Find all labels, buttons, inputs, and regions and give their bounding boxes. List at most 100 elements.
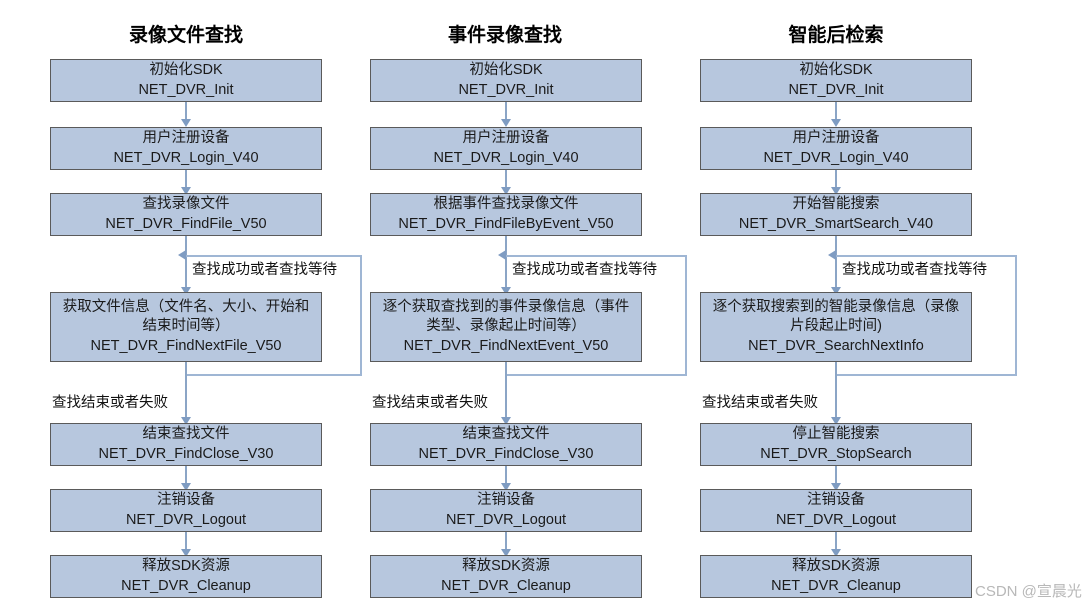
node-c3-logout[interactable]: 注销设备 NET_DVR_Logout [700, 489, 972, 532]
node-c1-findclose[interactable]: 结束查找文件 NET_DVR_FindClose_V30 [50, 423, 322, 466]
connector-c1-4 [185, 362, 187, 422]
node-label-api: NET_DVR_SmartSearch_V40 [738, 215, 934, 232]
node-c2-findclose[interactable]: 结束查找文件 NET_DVR_FindClose_V30 [370, 423, 642, 466]
node-label-api: NET_DVR_Logout [125, 511, 247, 528]
node-label-api: NET_DVR_FindNextFile_V50 [90, 337, 282, 354]
node-label-cn: 初始化SDK [469, 62, 543, 79]
node-label-cn: 根据事件查找录像文件 [433, 196, 579, 213]
edge-label-c1-loop: 查找成功或者查找等待 [192, 262, 337, 278]
node-c1-findnextfile[interactable]: 获取文件信息（文件名、大小、开始和 结束时间等） NET_DVR_FindNex… [50, 292, 322, 362]
node-c3-login[interactable]: 用户注册设备 NET_DVR_Login_V40 [700, 127, 972, 170]
node-label-api: NET_DVR_Logout [775, 511, 897, 528]
loopback-c1-bottom [186, 374, 361, 376]
node-label-api: NET_DVR_Init [138, 81, 234, 98]
arrow-c2-1 [501, 119, 511, 127]
edge-label-c2-exit: 查找结束或者失败 [372, 395, 488, 411]
node-c2-login[interactable]: 用户注册设备 NET_DVR_Login_V40 [370, 127, 642, 170]
node-label-cn: 结束查找文件 [462, 426, 550, 443]
node-label-api: NET_DVR_Cleanup [441, 577, 571, 594]
connector-c3-4 [835, 362, 837, 422]
node-c2-findnextevent[interactable]: 逐个获取查找到的事件录像信息（事件 类型、录像起止时间等） NET_DVR_Fi… [370, 292, 642, 362]
arrow-c3-loopback [828, 250, 836, 260]
node-label-cn: 初始化SDK [799, 62, 873, 79]
arrow-c2-2 [501, 187, 511, 195]
node-label-api: NET_DVR_Init [788, 81, 884, 98]
connector-c1-1 [185, 102, 187, 124]
connector-c3-3 [835, 236, 837, 292]
node-label-api: NET_DVR_Cleanup [121, 577, 251, 594]
node-label-cn: 注销设备 [807, 492, 865, 509]
edge-label-c3-loop: 查找成功或者查找等待 [842, 262, 987, 278]
node-label-api: NET_DVR_Cleanup [771, 577, 901, 594]
node-label-api: NET_DVR_StopSearch [760, 445, 912, 462]
node-label-cn2: 类型、录像起止时间等） [426, 318, 586, 335]
arrow-c1-1 [181, 119, 191, 127]
loopback-c1-top [186, 255, 361, 257]
loopback-c3-top [836, 255, 1016, 257]
node-c2-logout[interactable]: 注销设备 NET_DVR_Logout [370, 489, 642, 532]
arrow-c1-2 [181, 187, 191, 195]
arrow-c1-loopback [178, 250, 186, 260]
node-label-cn: 查找录像文件 [142, 196, 230, 213]
column-title-3: 智能后检索 [788, 25, 884, 46]
connector-c3-2 [835, 170, 837, 192]
node-label-cn: 获取文件信息（文件名、大小、开始和 [62, 299, 310, 316]
connector-c2-5 [505, 466, 507, 488]
arrow-c2-5 [501, 483, 511, 491]
connector-c3-6 [835, 532, 837, 554]
column-title-2: 事件录像查找 [447, 25, 563, 46]
node-label-api: NET_DVR_Login_V40 [113, 149, 259, 166]
node-label-cn: 逐个获取查找到的事件录像信息（事件 [382, 299, 630, 316]
node-label-cn: 逐个获取搜索到的智能录像信息（录像 [712, 299, 960, 316]
connector-c3-1 [835, 102, 837, 124]
connector-c2-6 [505, 532, 507, 554]
node-c3-smartsearch[interactable]: 开始智能搜索 NET_DVR_SmartSearch_V40 [700, 193, 972, 236]
edge-label-c3-exit: 查找结束或者失败 [702, 395, 818, 411]
arrow-c3-5 [831, 483, 841, 491]
arrow-c2-3 [501, 287, 511, 295]
loopback-c2-top [506, 255, 686, 257]
node-label-cn: 释放SDK资源 [462, 558, 550, 575]
loopback-c2-bottom [506, 374, 686, 376]
node-label-api: NET_DVR_Login_V40 [763, 149, 909, 166]
node-c1-findfile[interactable]: 查找录像文件 NET_DVR_FindFile_V50 [50, 193, 322, 236]
node-label-cn: 注销设备 [157, 492, 215, 509]
arrow-c3-2 [831, 187, 841, 195]
arrow-c1-3 [181, 287, 191, 295]
connector-c1-2 [185, 170, 187, 192]
node-c1-init[interactable]: 初始化SDK NET_DVR_Init [50, 59, 322, 102]
node-c1-cleanup[interactable]: 释放SDK资源 NET_DVR_Cleanup [50, 555, 322, 598]
node-label-api: NET_DVR_FindFile_V50 [105, 215, 267, 232]
loopback-c1-right [360, 255, 362, 376]
node-label-cn: 释放SDK资源 [792, 558, 880, 575]
node-label-cn: 初始化SDK [149, 62, 223, 79]
node-label-api: NET_DVR_Logout [445, 511, 567, 528]
node-label-api: NET_DVR_Init [458, 81, 554, 98]
node-label-cn: 停止智能搜索 [792, 426, 880, 443]
node-c2-findfilebyevent[interactable]: 根据事件查找录像文件 NET_DVR_FindFileByEvent_V50 [370, 193, 642, 236]
arrow-c1-6 [181, 549, 191, 557]
node-label-api: NET_DVR_FindFileByEvent_V50 [398, 215, 614, 232]
arrow-c1-4 [181, 417, 191, 425]
connector-c2-3 [505, 236, 507, 292]
node-c3-stopsearch[interactable]: 停止智能搜索 NET_DVR_StopSearch [700, 423, 972, 466]
loopback-c2-right [685, 255, 687, 376]
connector-c1-3 [185, 236, 187, 292]
node-c3-searchnextinfo[interactable]: 逐个获取搜索到的智能录像信息（录像 片段起止时间) NET_DVR_Search… [700, 292, 972, 362]
edge-label-c2-loop: 查找成功或者查找等待 [512, 262, 657, 278]
node-c1-login[interactable]: 用户注册设备 NET_DVR_Login_V40 [50, 127, 322, 170]
arrow-c3-6 [831, 549, 841, 557]
node-label-api: NET_DVR_Login_V40 [433, 149, 579, 166]
node-c2-cleanup[interactable]: 释放SDK资源 NET_DVR_Cleanup [370, 555, 642, 598]
connector-c2-2 [505, 170, 507, 192]
node-label-cn: 开始智能搜索 [792, 196, 880, 213]
node-c3-init[interactable]: 初始化SDK NET_DVR_Init [700, 59, 972, 102]
arrow-c3-3 [831, 287, 841, 295]
node-label-api: NET_DVR_FindClose_V30 [98, 445, 274, 462]
connector-c3-5 [835, 466, 837, 488]
node-c2-init[interactable]: 初始化SDK NET_DVR_Init [370, 59, 642, 102]
node-c1-logout[interactable]: 注销设备 NET_DVR_Logout [50, 489, 322, 532]
loopback-c3-bottom [836, 374, 1016, 376]
node-c3-cleanup[interactable]: 释放SDK资源 NET_DVR_Cleanup [700, 555, 972, 598]
